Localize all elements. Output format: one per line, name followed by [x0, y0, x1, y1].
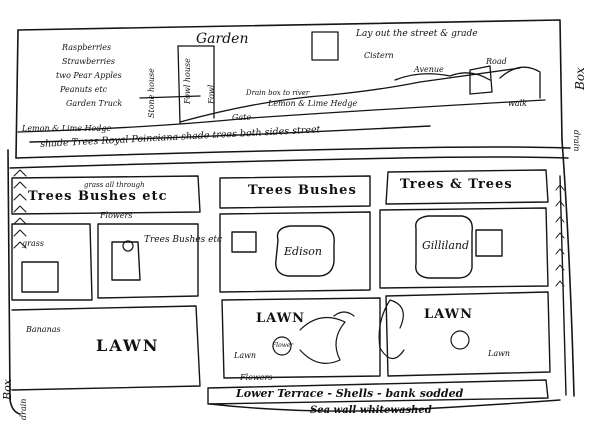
grounds-layout — [11, 125, 567, 412]
garden-item-peanuts: Peanuts etc — [60, 85, 108, 94]
mid-trees-label: Trees Bushes — [248, 183, 357, 198]
property-outline — [7, 19, 575, 415]
flower-beds — [122, 240, 470, 364]
fowl-label: Fowl — [207, 84, 216, 104]
edge-trees — [13, 169, 565, 287]
lawn-small-label-2: Lawn — [488, 349, 511, 358]
avenue-label: Avenue — [414, 65, 444, 74]
right-trees-label: Trees & Trees — [400, 177, 513, 192]
small-trees-label: Trees Bushes etc — [144, 235, 223, 245]
gate-label: Gate — [232, 113, 252, 122]
grass-all-through-label: grass all through — [84, 181, 145, 189]
grass-label: grass — [22, 239, 44, 248]
garden-layout-note: Lay out the street & grade — [356, 29, 478, 39]
garden-item-pear-apples: two Pear Apples — [56, 71, 122, 80]
box-left-label: Box — [1, 379, 14, 400]
box-right-label: Box — [573, 67, 587, 90]
edison-house-label: Edison — [284, 245, 322, 258]
flower-bed-label-2: Flowers — [240, 373, 273, 382]
bananas-label: Bananas — [26, 325, 61, 334]
gilliland-house-label: Gilliland — [422, 239, 470, 252]
lawn-mid-label: LAWN — [256, 311, 306, 326]
street-outline — [9, 146, 571, 169]
drain-right-label: drain — [572, 130, 581, 152]
flower-bed-label: Flower — [272, 342, 294, 349]
cistern-label: Cistern — [364, 51, 394, 60]
drain-box-label: Drain box to river — [246, 89, 310, 97]
upper-garden-lines — [17, 31, 546, 133]
stone-house-label: Stone house — [147, 68, 156, 118]
left-trees-label: Trees Bushes etc — [28, 189, 168, 204]
drain-left-label: drain — [19, 398, 28, 420]
lawn-right-label: LAWN — [424, 307, 474, 322]
lower-terrace-label: Lower Terrace - Shells - bank sodded — [236, 387, 464, 400]
lawn-small-label: Lawn — [234, 351, 257, 360]
sea-wall-label: Sea wall whitewashed — [310, 405, 432, 416]
garden-title: Garden — [196, 31, 249, 47]
lawn-left-label: LAWN — [96, 336, 160, 355]
hedge-left-label: Lemon & Lime Hedge — [22, 124, 112, 133]
flowers-strip-label: Flowers — [100, 211, 133, 220]
garden-item-truck: Garden Truck — [66, 99, 123, 108]
road-label: Road — [486, 57, 507, 66]
walk-label: walk — [508, 99, 528, 108]
garden-item-raspberries: Raspberries — [62, 43, 112, 52]
hedge-center-label: Lemon & Lime Hedge — [268, 99, 358, 108]
fowl-house-label: Fowl house — [183, 58, 192, 104]
garden-item-strawberries: Strawberries — [62, 57, 116, 66]
